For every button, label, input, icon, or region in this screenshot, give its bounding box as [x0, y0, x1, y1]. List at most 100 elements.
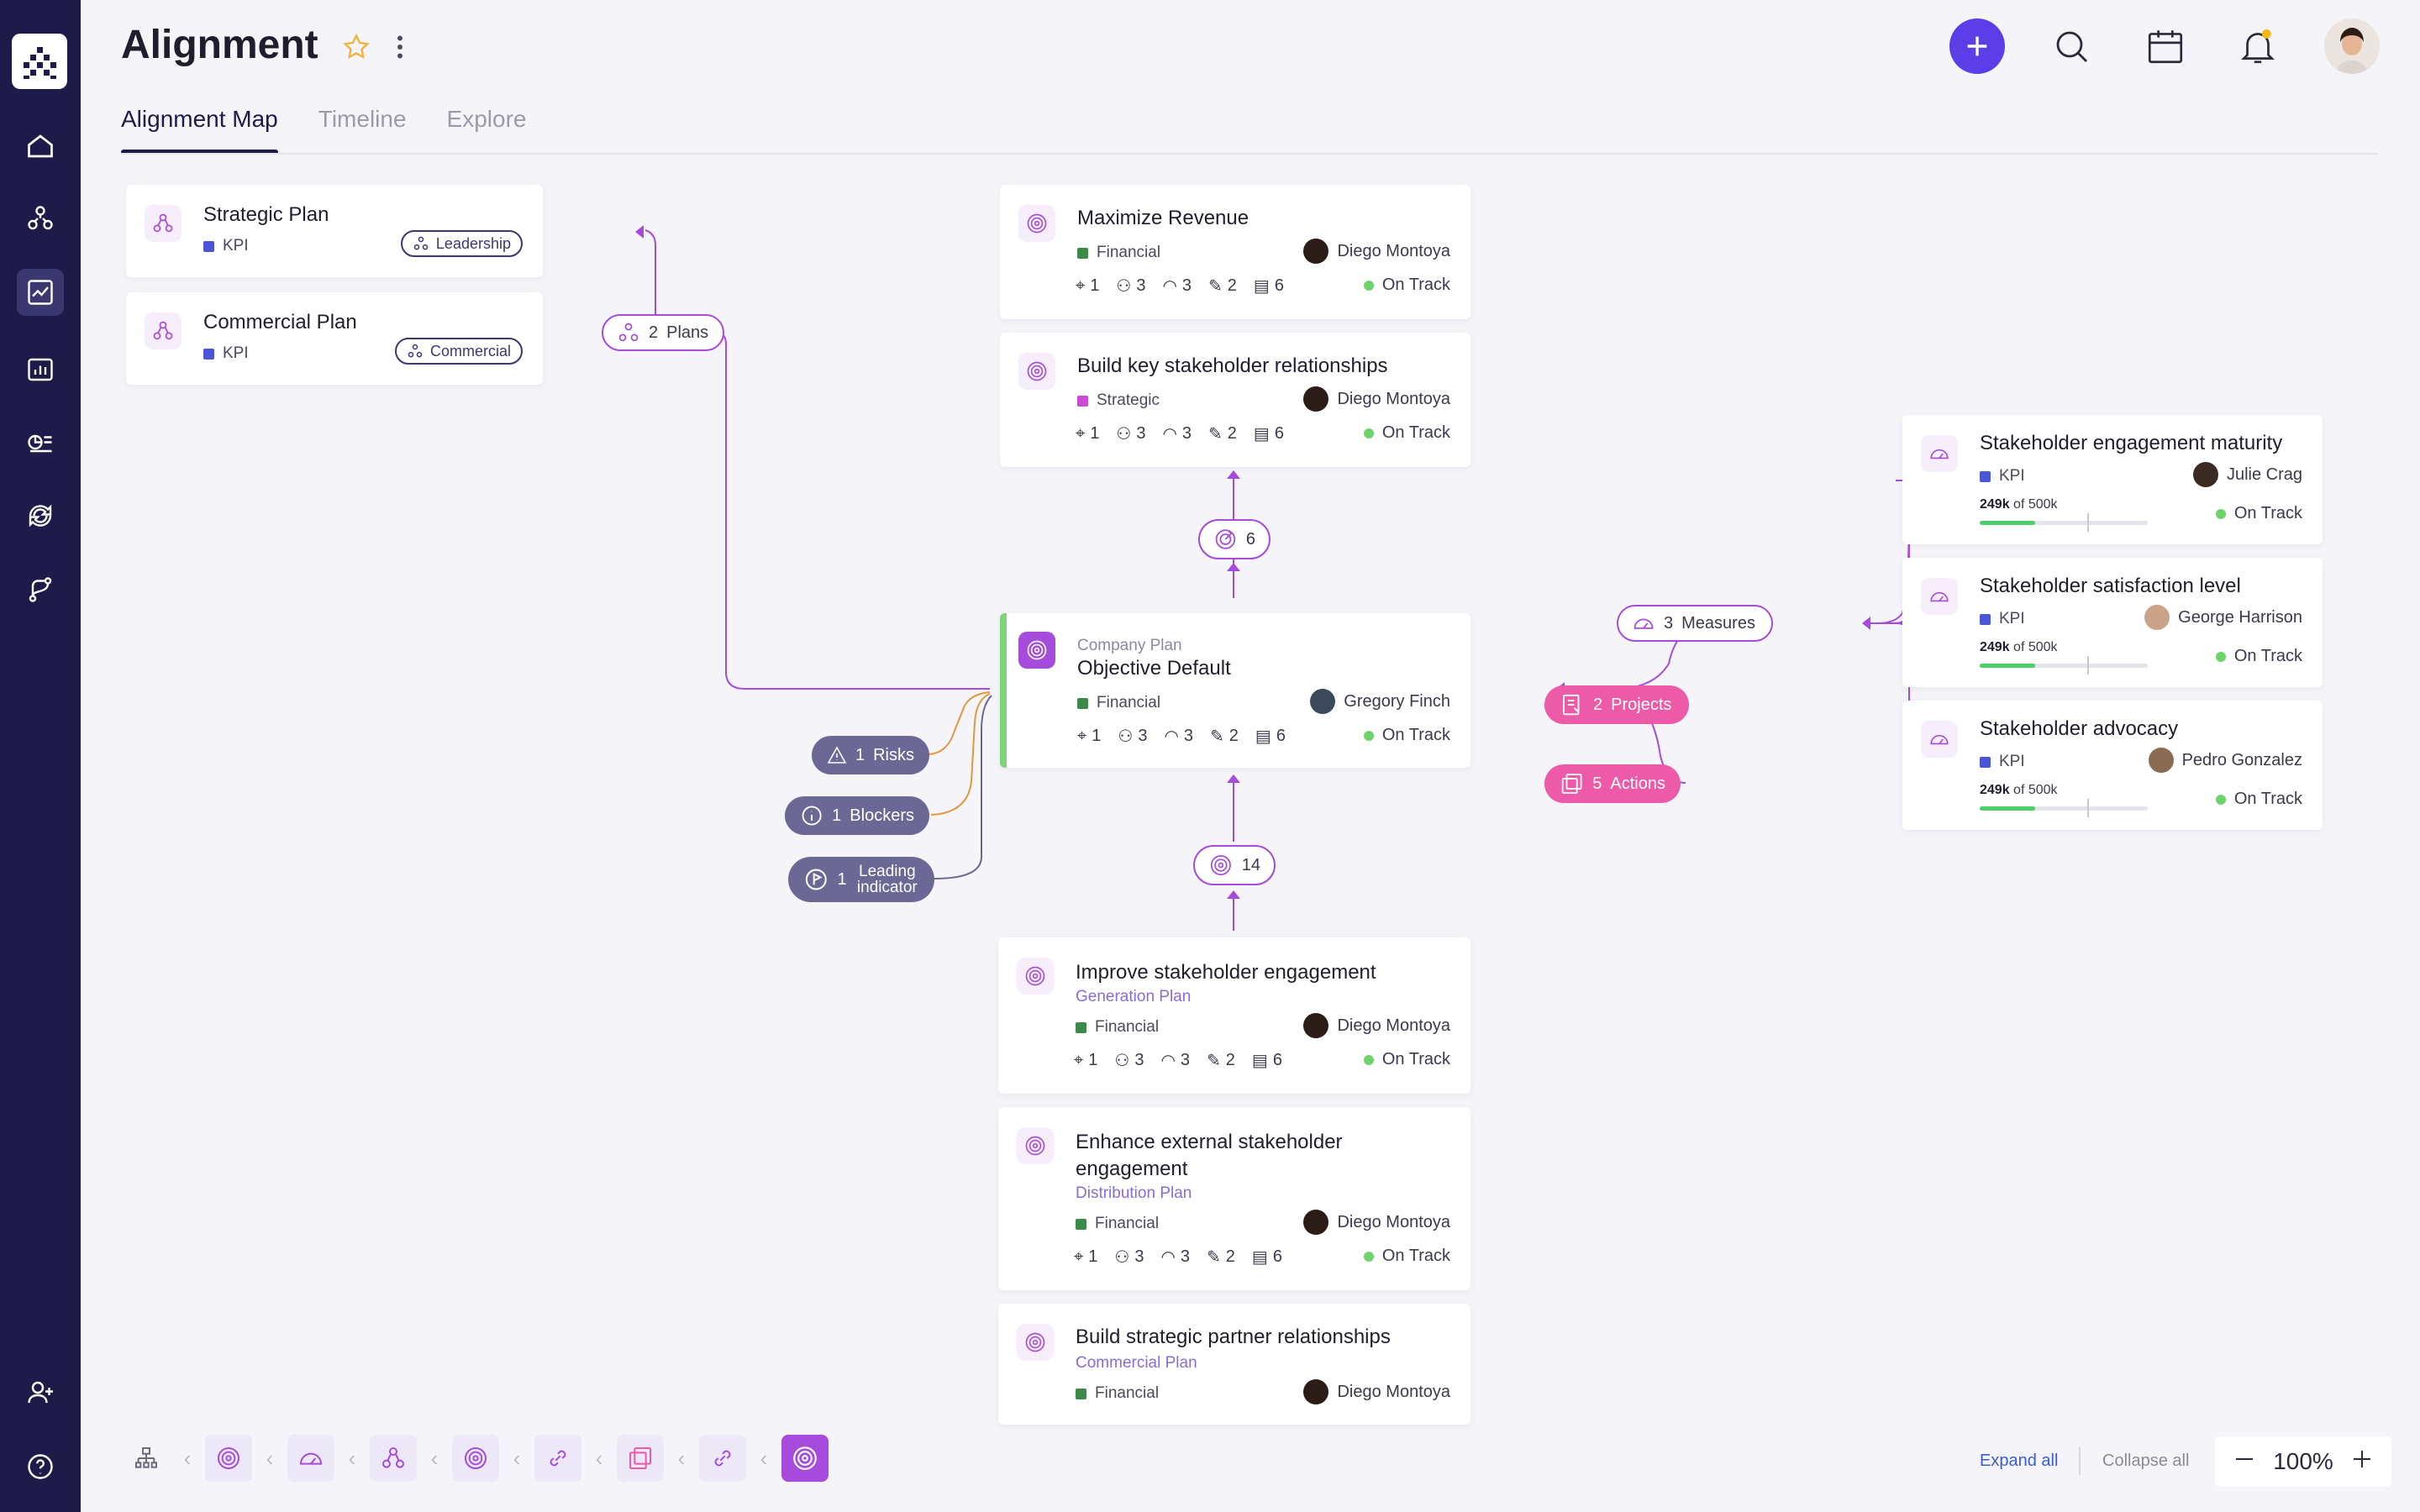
add-user-icon[interactable] [17, 1369, 64, 1416]
add-button[interactable] [1949, 18, 2005, 74]
divider [2079, 1446, 2081, 1475]
chevron-left-icon: ‹ [266, 1445, 274, 1471]
children-pill[interactable]: 14 [1193, 845, 1276, 885]
hierarchy-icon [382, 1447, 404, 1468]
plan-type: KPI [203, 344, 249, 363]
star-icon[interactable] [341, 32, 371, 66]
objective-card[interactable]: Enhance external stakeholder engagement … [998, 1107, 1470, 1290]
gauge-icon [299, 1452, 323, 1465]
level-filter-bar: ‹ ‹ ‹ ‹ ‹ ‹ ‹ ‹ [123, 1435, 829, 1482]
objective-title: Enhance external stakeholder engagement [1076, 1131, 1343, 1180]
sync-icon[interactable] [17, 492, 64, 539]
measure-card[interactable]: Stakeholder advocacy KPI Pedro Gonzalez … [1902, 701, 2323, 830]
objective-stats: ⌖1 ⚇3 ◠3 ✎2 ▤6 [1076, 424, 1284, 444]
objective-card[interactable]: Build strategic partner relationships Co… [998, 1304, 1470, 1425]
filter-current-button[interactable] [781, 1435, 829, 1482]
plan-card[interactable]: Commercial Plan KPI Commercial [126, 292, 543, 385]
objective-plan: Generation Plan [1076, 988, 1192, 1005]
objective-category: Financial [1076, 1018, 1159, 1037]
measure-title: Stakeholder engagement maturity [1980, 432, 2283, 454]
chevron-left-icon: ‹ [183, 1445, 192, 1471]
dashboard-icon[interactable] [17, 346, 64, 393]
objective-title: Build key stakeholder relationships [1077, 354, 1388, 377]
measure-card[interactable]: Stakeholder satisfaction level KPI Georg… [1902, 558, 2323, 687]
help-icon[interactable] [17, 1443, 64, 1490]
objective-category: Financial [1077, 244, 1160, 262]
status-badge: On Track [1363, 423, 1450, 443]
target-icon [1017, 1127, 1054, 1164]
org-chart-icon[interactable] [123, 1435, 170, 1482]
link-icon [550, 1450, 566, 1467]
objective-card[interactable]: Maximize Revenue Financial Diego Montoya… [1000, 185, 1470, 319]
target-icon [1018, 205, 1055, 242]
filter-actions-button[interactable] [617, 1435, 664, 1482]
status-badge: On Track [1363, 1050, 1450, 1069]
measure-type: KPI [1980, 467, 2025, 486]
objective-card[interactable]: Build key stakeholder relationships Stra… [1000, 333, 1470, 467]
zoom-out-button[interactable] [2232, 1446, 2257, 1478]
hierarchy-icon[interactable] [17, 195, 64, 242]
collapse-all-link[interactable]: Collapse all [2102, 1452, 2190, 1470]
filter-links-button[interactable] [534, 1435, 581, 1482]
objective-stats: ⌖1 ⚇3 ◠3 ✎2 ▤6 [1074, 1051, 1282, 1070]
actions-icon [629, 1447, 651, 1469]
filter-goals-button[interactable] [452, 1435, 499, 1482]
objective-title: Maximize Revenue [1077, 207, 1249, 229]
app-logo[interactable] [12, 34, 67, 89]
current-objective-card[interactable]: Company Plan Objective Default Financial… [1000, 613, 1470, 768]
chevron-left-icon: ‹ [513, 1445, 521, 1471]
plan-name: Commercial Plan [203, 311, 357, 333]
status-badge: On Track [1363, 1247, 1450, 1266]
tab-timeline[interactable]: Timeline [318, 106, 407, 132]
filter-measures-button[interactable] [287, 1435, 334, 1482]
objective-title: Improve stakeholder engagement [1076, 961, 1376, 984]
target-icon [1018, 632, 1055, 669]
filter-objectives-button[interactable] [205, 1435, 252, 1482]
warning-icon [827, 746, 847, 764]
search-icon[interactable] [2044, 18, 2099, 74]
hierarchy-icon [145, 312, 182, 349]
measure-card[interactable]: Stakeholder engagement maturity KPI Juli… [1902, 415, 2323, 544]
calendar-icon[interactable] [2138, 18, 2193, 74]
sidebar [0, 0, 81, 1512]
objective-card[interactable]: Improve stakeholder engagement Generatio… [998, 937, 1470, 1094]
status-badge: On Track [1363, 276, 1450, 295]
tab-alignment-map[interactable]: Alignment Map [121, 99, 278, 155]
objective-category: Financial [1076, 1384, 1159, 1403]
expand-all-link[interactable]: Expand all [1980, 1452, 2059, 1470]
status-badge: On Track [2215, 647, 2302, 666]
measure-title: Stakeholder advocacy [1980, 717, 2179, 740]
zoom-in-button[interactable] [2349, 1446, 2375, 1478]
leading-indicator-pill[interactable]: 1 Leading indicator [788, 857, 934, 902]
alignment-icon[interactable] [17, 269, 64, 316]
more-options-icon[interactable] [392, 32, 408, 66]
reports-icon[interactable] [17, 420, 64, 467]
filter-plans-button[interactable] [370, 1435, 417, 1482]
plan-type: KPI [203, 237, 249, 255]
objective-plan: Commercial Plan [1076, 1354, 1197, 1372]
target-icon [1210, 854, 1231, 876]
projects-icon [1563, 694, 1580, 716]
objective-stats: ⌖1 ⚇3 ◠3 ✎2 ▤6 [1076, 276, 1284, 296]
objective-plan: Distribution Plan [1076, 1184, 1192, 1202]
notification-bell-icon[interactable] [2230, 18, 2286, 74]
objective-owner: Gregory Finch [1310, 689, 1450, 714]
home-icon[interactable] [17, 123, 64, 170]
parents-pill[interactable]: 6 [1198, 519, 1270, 559]
target-arrow-icon [1215, 529, 1236, 549]
measure-value: 249k of 500k [1980, 783, 2058, 797]
filter-dependencies-button[interactable] [699, 1435, 746, 1482]
tab-explore[interactable]: Explore [446, 106, 527, 132]
chevron-left-icon: ‹ [760, 1445, 768, 1471]
status-badge: On Track [2215, 790, 2302, 809]
branch-icon[interactable] [17, 566, 64, 613]
plan-card[interactable]: Strategic Plan KPI Leadership [126, 185, 543, 277]
user-avatar[interactable] [2324, 18, 2380, 74]
objective-title: Build strategic partner relationships [1076, 1326, 1391, 1348]
